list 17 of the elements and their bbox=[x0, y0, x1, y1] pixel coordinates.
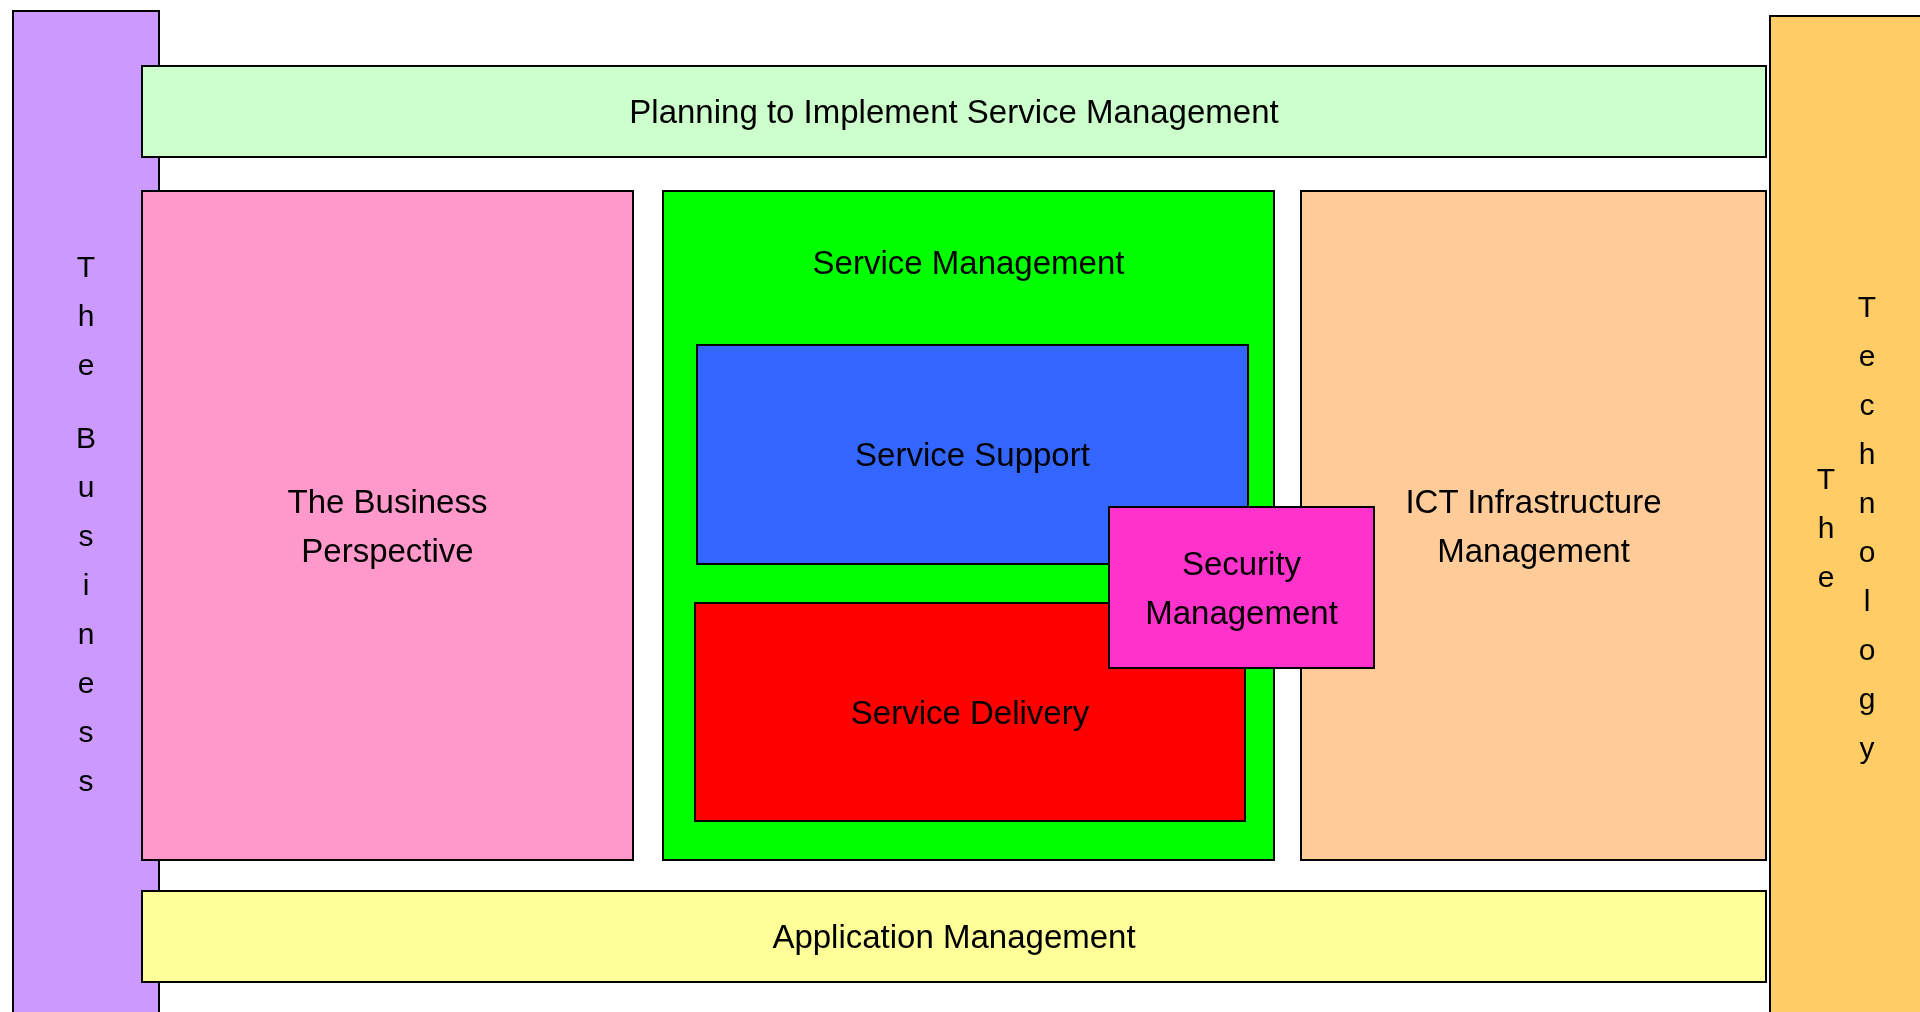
layer-bar bbox=[141, 65, 1767, 158]
vertical-label: Technology bbox=[1856, 289, 1878, 766]
side-column bbox=[1769, 15, 1920, 1012]
box-label: Planning to Implement Service Management bbox=[629, 92, 1279, 132]
box-label: Application Management bbox=[772, 917, 1136, 957]
box-label: Service Support bbox=[855, 435, 1090, 475]
area-box bbox=[141, 190, 634, 861]
process-box bbox=[1108, 506, 1375, 669]
box-label: Security Management bbox=[1144, 543, 1339, 633]
vertical-label: The Business bbox=[75, 249, 97, 799]
layer-bar bbox=[141, 890, 1767, 983]
box-label: ICT Infrastructure Management bbox=[1404, 481, 1663, 571]
box-label: Service Delivery bbox=[850, 692, 1090, 733]
vertical-label: The bbox=[1815, 460, 1837, 595]
box-label: Service Management bbox=[812, 243, 1125, 283]
side-column bbox=[12, 10, 160, 1012]
box-label: The Business Perspective bbox=[286, 481, 489, 571]
